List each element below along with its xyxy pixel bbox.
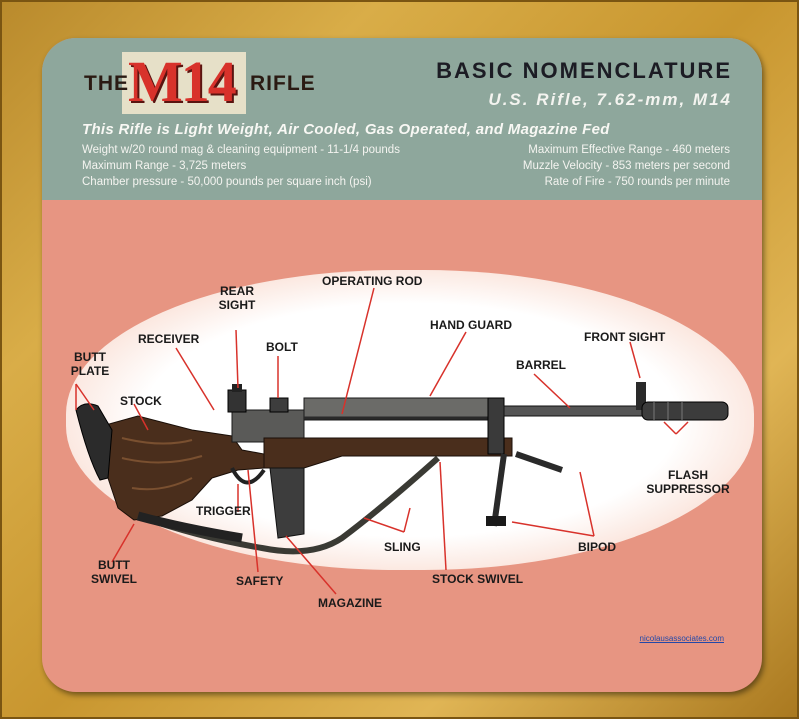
title-the: THE xyxy=(84,72,129,95)
logo-backdrop xyxy=(122,52,246,114)
rifle-rear-sight xyxy=(227,389,247,413)
rifle-butt-plate xyxy=(75,403,113,481)
leader-sling-b xyxy=(403,507,411,533)
leader-hand-guard xyxy=(429,331,467,397)
label-flash-suppressor: FLASH SUPPRESSOR xyxy=(646,468,730,496)
leader-stock-swivel xyxy=(439,461,447,571)
label-butt-swivel-line2: SWIVEL xyxy=(90,572,137,586)
label-butt-plate-line1: BUTT xyxy=(74,350,106,364)
rifle-flash-suppressor xyxy=(641,401,729,421)
leader-front-sight xyxy=(629,341,641,379)
label-safety: SAFETY xyxy=(236,574,284,588)
rifle-magazine xyxy=(269,467,305,539)
label-stock: STOCK xyxy=(120,394,162,408)
label-butt-swivel-line1: BUTT xyxy=(98,558,130,572)
rifle-bolt xyxy=(269,397,289,413)
leader-stock xyxy=(133,403,149,431)
header-panel: THE M14 RIFLE BASIC NOMENCLATURE U.S. Ri… xyxy=(42,38,762,200)
label-bipod: BIPOD xyxy=(578,540,617,554)
spec-effective-range: Maximum Effective Range - 460 meters xyxy=(528,144,730,156)
leader-barrel xyxy=(533,373,571,409)
leader-magazine xyxy=(285,535,337,595)
spec-muzzle-velocity: Muzzle Velocity - 853 meters per second xyxy=(522,160,730,172)
leader-bipod-a xyxy=(511,521,595,537)
mouse-pad: THE M14 RIFLE BASIC NOMENCLATURE U.S. Ri… xyxy=(42,38,762,692)
label-trigger: TRIGGER xyxy=(196,504,251,518)
label-hand-guard: HAND GUARD xyxy=(430,318,512,332)
leader-receiver xyxy=(175,347,215,411)
spec-chamber-pressure: Chamber pressure - 50,000 pounds per squ… xyxy=(82,176,372,188)
label-flash-suppressor-line1: FLASH xyxy=(668,468,708,482)
label-operating-rod: OPERATING ROD xyxy=(322,274,423,288)
stock-grain xyxy=(121,437,203,491)
leader-butt-plate-b xyxy=(75,383,95,411)
rifle-trigger-guard xyxy=(230,467,266,485)
rifle-bipod-leg-1 xyxy=(491,453,507,527)
title-rifle: RIFLE xyxy=(250,72,316,95)
leader-butt-swivel xyxy=(111,523,135,563)
rifle-diagram xyxy=(75,287,729,595)
label-stock-swivel: STOCK SWIVEL xyxy=(432,572,524,586)
rifle-receiver xyxy=(231,409,305,443)
website-link[interactable]: nicolausassociates.com xyxy=(639,634,724,643)
rifle-front-sight xyxy=(636,382,646,410)
specs-left: Weight w/20 round mag & cleaning equipme… xyxy=(82,142,400,190)
spec-weight: Weight w/20 round mag & cleaning equipme… xyxy=(82,144,400,156)
rifle-forestock xyxy=(263,437,513,469)
rifle-designation: U.S. Rifle, 7.62-mm, M14 xyxy=(488,90,732,109)
label-rear-sight: REAR SIGHT xyxy=(216,284,258,312)
basic-nomenclature-heading: BASIC NOMENCLATURE xyxy=(436,58,732,83)
label-butt-plate: BUTT PLATE xyxy=(68,350,112,378)
leader-safety xyxy=(247,469,259,573)
leader-bipod-b xyxy=(579,471,595,537)
label-front-sight: FRONT SIGHT xyxy=(584,330,666,344)
title-m14-logo: M14 xyxy=(128,49,237,114)
rifle-description: This Rifle is Light Weight, Air Cooled, … xyxy=(82,121,610,138)
rifle-barrel xyxy=(503,405,645,417)
leader-flash-b xyxy=(675,421,689,435)
label-butt-plate-line2: PLATE xyxy=(70,364,110,378)
label-sling: SLING xyxy=(384,540,421,554)
spec-rate-of-fire: Rate of Fire - 750 rounds per minute xyxy=(544,176,730,188)
label-butt-swivel: BUTT SWIVEL xyxy=(88,558,140,586)
rifle-rear-sight-top xyxy=(232,384,242,392)
label-barrel: BARREL xyxy=(516,358,566,372)
specs-right: Maximum Effective Range - 460 meters Muz… xyxy=(523,142,730,190)
label-flash-suppressor-line2: SUPPRESSOR xyxy=(646,482,730,496)
leader-operating-rod xyxy=(341,287,375,415)
rifle-front-band xyxy=(487,397,505,455)
leader-rear-sight xyxy=(235,329,239,389)
leader-sling-a xyxy=(363,517,405,533)
label-rear-sight-line2: SIGHT xyxy=(218,298,256,312)
label-bolt: BOLT xyxy=(266,340,298,354)
label-rear-sight-line1: REAR xyxy=(219,284,254,298)
spec-max-range: Maximum Range - 3,725 meters xyxy=(82,160,247,172)
label-magazine: MAGAZINE xyxy=(318,596,382,610)
label-receiver: RECEIVER xyxy=(138,332,200,346)
leader-flash-a xyxy=(663,421,677,435)
rifle-bipod-leg-2 xyxy=(515,451,563,473)
